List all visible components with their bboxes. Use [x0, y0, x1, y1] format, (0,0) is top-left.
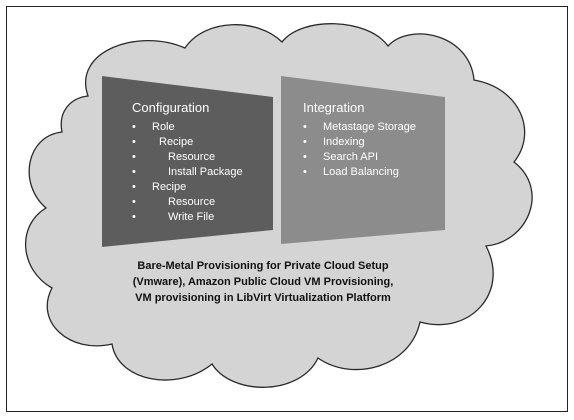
list-item-label: Write File	[168, 211, 215, 223]
bullet-icon: •	[303, 136, 307, 148]
integration-title: Integration	[303, 100, 365, 115]
bullet-icon: •	[132, 121, 136, 133]
list-item-label: Metastage Storage	[323, 121, 416, 133]
bullet-icon: •	[303, 151, 307, 163]
integration-panel	[281, 76, 445, 244]
list-item: • Write File	[132, 210, 272, 225]
bullet-icon: •	[303, 121, 307, 133]
bullet-icon: •	[303, 166, 307, 178]
list-item-label: Indexing	[323, 136, 365, 148]
list-item: • Metastage Storage	[303, 120, 443, 135]
bullet-icon: •	[132, 136, 136, 148]
list-item: • Load Balancing	[303, 165, 443, 180]
cloud-caption: Bare-Metal Provisioning for Private Clou…	[132, 260, 394, 304]
list-item-label: Install Package	[168, 166, 243, 178]
list-item: • Role	[132, 120, 272, 135]
list-item-label: Recipe	[152, 181, 187, 193]
configuration-title: Configuration	[132, 100, 210, 115]
list-item-label: Resource	[168, 196, 216, 208]
list-item-label: Resource	[168, 151, 216, 163]
integration-list: • Metastage Storage • Indexing • Search API • L…	[303, 120, 443, 180]
configuration-panel	[102, 76, 273, 247]
list-item: • Resource	[132, 150, 272, 165]
bullet-icon: •	[132, 196, 136, 208]
bullet-icon: •	[132, 181, 136, 193]
list-item-label: Load Balancing	[323, 166, 399, 178]
bullet-icon: •	[132, 151, 136, 163]
list-item: • Resource	[132, 195, 272, 210]
list-item: • Recipe	[132, 135, 272, 150]
list-item: • Search API	[303, 150, 443, 165]
list-item: • Recipe	[132, 180, 272, 195]
bullet-icon: •	[132, 211, 136, 223]
list-item-label: Search API	[323, 151, 379, 163]
list-item: • Install Package	[132, 165, 272, 180]
list-item-label: Role	[152, 121, 175, 133]
cloud-shape	[24, 23, 533, 388]
list-item: • Indexing	[303, 135, 443, 150]
bullet-icon: •	[132, 166, 136, 178]
configuration-list: • Role • Recipe • Resource • Install Package • Re…	[132, 120, 272, 225]
list-item-label: Recipe	[159, 136, 194, 148]
